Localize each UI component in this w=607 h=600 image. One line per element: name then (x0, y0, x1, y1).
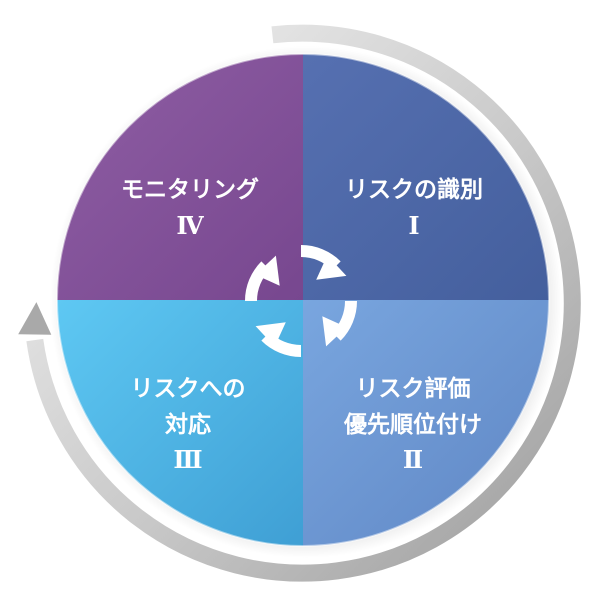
quadrant-top-right (303, 54, 549, 300)
quadrant-bottom-right-label-line1: リスク評価 (356, 375, 471, 402)
wheel-rim (56, 53, 550, 547)
quadrant-bottom-left-label-line2: 対応 (165, 411, 211, 438)
quadrant-bottom-left-label-line1: リスクへの (131, 376, 246, 402)
quadrant-bottom-left (57, 300, 303, 546)
quadrant-bottom-right (303, 300, 549, 546)
quadrant-top-left (57, 54, 303, 300)
quadrant-bottom-left-numeral: Ⅲ (173, 445, 202, 474)
quadrant-top-left-label: モニタリング (121, 176, 259, 203)
quadrant-top-right-numeral: Ⅰ (408, 211, 419, 240)
counterclockwise-arrow-icon (18, 24, 581, 582)
quadrant-bottom-right-numeral: Ⅱ (403, 445, 423, 474)
refresh-cycle-icon (244, 244, 358, 358)
quadrant-top-right-label: リスクの識別 (345, 176, 483, 203)
quadrant-top-left-numeral: Ⅳ (176, 211, 204, 240)
quadrant-bottom-right-label-line2: 優先順位付け (343, 411, 482, 438)
